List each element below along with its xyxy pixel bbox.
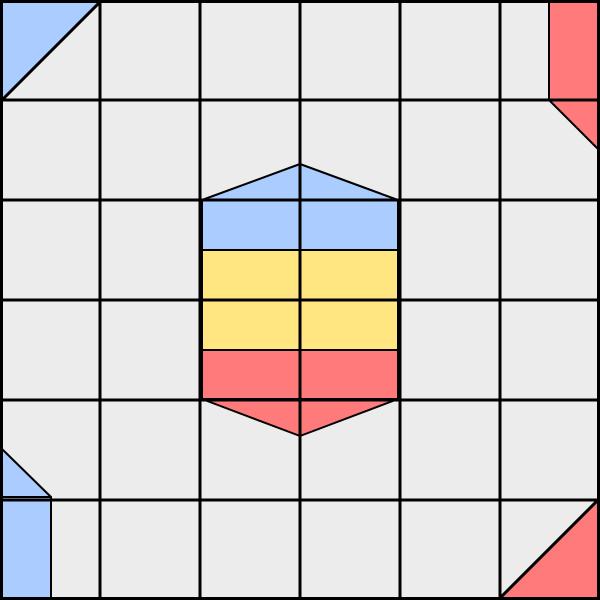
board-cell-r4-c6[interactable] [500,300,600,400]
board-cell-r3-c2[interactable] [100,200,200,300]
board-cell-r2-c2[interactable] [100,100,200,200]
blue-block-bottom-left[interactable] [1,496,52,599]
board-cell-r5-c5[interactable] [400,400,500,500]
red-block-top-right[interactable] [548,1,599,101]
red-block-left[interactable] [201,349,301,400]
board-cell-r3-c6[interactable] [500,200,600,300]
blue-block-right[interactable] [299,199,399,251]
board-cell-r1-c2[interactable] [100,0,200,100]
board-cell-r5-c6[interactable] [500,400,600,500]
board-cell-r3-c5[interactable] [400,200,500,300]
board-cell-r4-c2[interactable] [100,300,200,400]
board-cell-r6-c2[interactable] [100,500,200,600]
board-cell-r6-c4[interactable] [300,500,400,600]
grid-line-diagonal [497,497,600,600]
board-cell-r1-c5[interactable] [400,0,500,100]
board-cell-r5-c2[interactable] [100,400,200,500]
board-cell-r1-c4[interactable] [300,0,400,100]
blue-block-left[interactable] [201,199,301,251]
board-cell-r3-c1[interactable] [0,200,100,300]
board-cell-r6-c3[interactable] [200,500,300,600]
board-cell-r2-c5[interactable] [400,100,500,200]
board-cell-r2-c1[interactable] [0,100,100,200]
red-block-right[interactable] [299,349,399,400]
board-cell-r6-c5[interactable] [400,500,500,600]
grid-line-diagonal [0,0,103,103]
board-cell-r1-c3[interactable] [200,0,300,100]
board-cell-r4-c1[interactable] [0,300,100,400]
board-cell-r4-c5[interactable] [400,300,500,400]
